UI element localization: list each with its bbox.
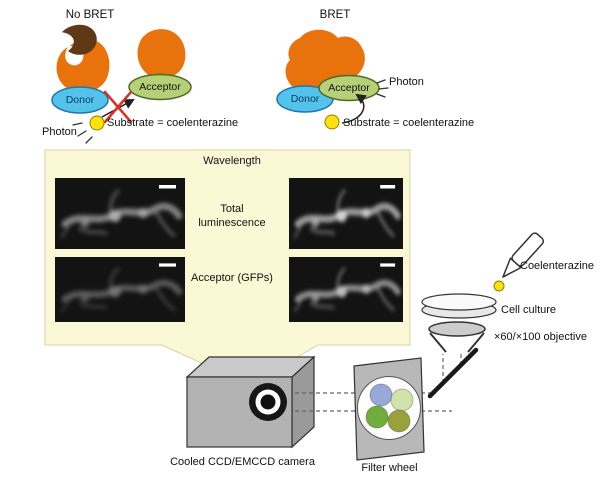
cell-culture-label: Cell culture <box>501 304 557 316</box>
filter-wheel-label: Filter wheel <box>361 462 418 474</box>
micrograph-acceptor-2 <box>289 257 403 322</box>
substrate-label: Substrate = coelenterazine <box>343 117 475 129</box>
camera-box <box>185 355 316 449</box>
no-bret-title: No BRET <box>65 9 115 21</box>
camera-label: Cooled CCD/EMCCD camera <box>170 456 315 468</box>
ligand-icon <box>62 24 97 55</box>
filter-blue <box>369 383 393 407</box>
donor-label: Donor <box>290 93 320 105</box>
scale-bar <box>380 185 396 189</box>
donor-ellipse <box>51 86 109 114</box>
scale-bar <box>159 263 176 267</box>
row-label-total-luminescence: Total luminescence <box>198 203 266 229</box>
photon-dashes-icon <box>376 79 389 98</box>
donor-label: Donor <box>65 94 95 106</box>
red-cross-icon <box>103 90 133 124</box>
photon-label: Photon <box>389 76 424 88</box>
pipette-icon <box>493 232 545 292</box>
substrate-label: Substrate = coelenterazine <box>107 117 239 129</box>
micrograph-acceptor-1 <box>55 257 185 322</box>
filter-green <box>365 405 389 429</box>
coelenterazine-drop <box>493 280 505 292</box>
filter-pale-green <box>390 388 414 412</box>
substrate-circle <box>89 115 105 131</box>
filter-olive <box>387 409 411 433</box>
scale-bar <box>380 263 396 267</box>
photon-label: Photon <box>42 126 77 138</box>
cell-culture-dish <box>421 293 497 319</box>
donor-protein-blob <box>56 38 110 93</box>
acceptor-label: Acceptor <box>328 82 370 94</box>
photon-dashes-icon <box>72 122 93 144</box>
objective-lens <box>428 321 486 353</box>
coelenterazine-label: Coelenterazine <box>520 260 594 272</box>
filter-wheel <box>353 357 425 461</box>
no-bret-schematic <box>51 24 192 144</box>
bret-title: BRET <box>319 9 351 21</box>
acceptor-ellipse <box>128 73 192 101</box>
acceptor-protein-blob <box>137 29 186 79</box>
row-label-acceptor-gfps: Acceptor (GFPs) <box>191 272 273 284</box>
acceptor-label: Acceptor <box>139 81 181 93</box>
wavelength-label: Wavelength <box>203 155 261 167</box>
bret-schematic <box>276 29 389 130</box>
camera-lens-icon <box>249 383 287 421</box>
micrograph-total-luminescence-2 <box>289 178 403 249</box>
micrograph-total-luminescence-1 <box>55 178 185 249</box>
substrate-circle <box>324 114 340 130</box>
energy-transfer-arrow <box>341 93 367 124</box>
mirror <box>427 347 479 399</box>
objective-label: ×60/×100 objective <box>494 331 587 343</box>
scale-bar <box>159 185 176 189</box>
